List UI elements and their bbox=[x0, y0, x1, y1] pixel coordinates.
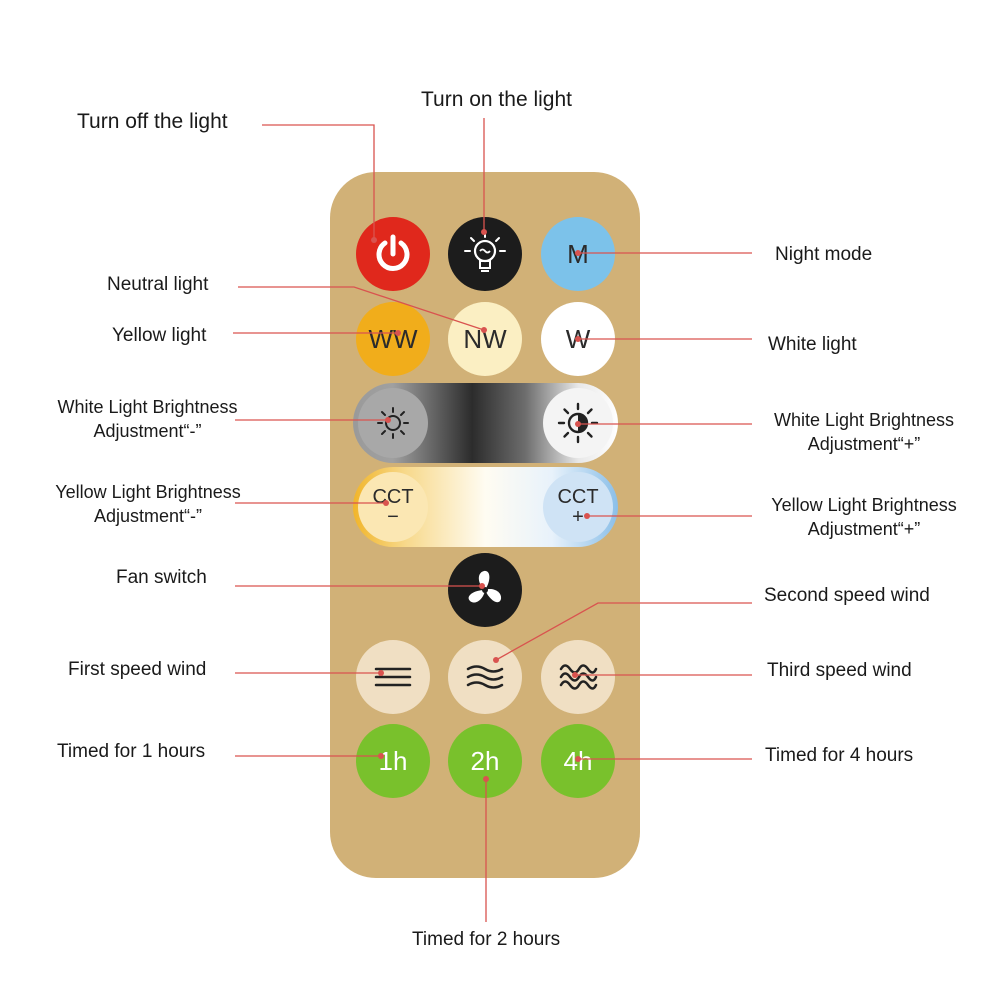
label-yellow: Yellow light bbox=[112, 325, 207, 346]
label-yb-plus: Yellow Light Brightness Adjustment“+” bbox=[752, 493, 976, 541]
timer-4h-label: 4h bbox=[563, 745, 593, 776]
label-yb-minus: Yellow Light Brightness Adjustment“-” bbox=[36, 480, 260, 528]
label-yb-plus-line1: Yellow Light Brightness bbox=[771, 495, 957, 515]
label-wb-plus: White Light Brightness Adjustment“+” bbox=[756, 408, 972, 456]
label-night-mode: Night mode bbox=[775, 244, 873, 265]
second-speed-button[interactable] bbox=[448, 640, 522, 714]
label-wb-plus-line2: Adjustment“+” bbox=[807, 434, 921, 454]
label-speed2: Second speed wind bbox=[764, 585, 930, 606]
label-wb-minus: White Light Brightness Adjustment“-” bbox=[40, 395, 255, 443]
timer-1h-label: 1h bbox=[378, 745, 408, 776]
sun-dim-icon bbox=[377, 407, 409, 439]
timer-2h-button[interactable]: 2h bbox=[448, 724, 522, 798]
yellow-light-button[interactable]: WW bbox=[356, 302, 430, 376]
cct-minus-label: CCT bbox=[372, 486, 414, 508]
label-timer2: Timed for 2 hours bbox=[412, 929, 561, 950]
white-brightness-bar bbox=[353, 383, 618, 463]
wind-speed-1-icon bbox=[374, 667, 412, 687]
label-wb-plus-line1: White Light Brightness bbox=[773, 410, 955, 430]
label-timer1: Timed for 1 hours bbox=[57, 741, 206, 762]
wind-speed-2-icon bbox=[466, 665, 504, 689]
timer-4h-button[interactable]: 4h bbox=[541, 724, 615, 798]
label-yb-minus-line2: Adjustment“-” bbox=[93, 506, 203, 526]
label-neutral: Neutral light bbox=[107, 274, 209, 295]
neutral-light-button[interactable]: NW bbox=[448, 302, 522, 376]
timer-1h-button[interactable]: 1h bbox=[356, 724, 430, 798]
label-wb-minus-line2: Adjustment“-” bbox=[93, 421, 202, 441]
white-brightness-plus-button[interactable] bbox=[543, 388, 613, 458]
label-white: White light bbox=[768, 334, 857, 355]
sun-bright-icon bbox=[557, 402, 599, 444]
label-speed1: First speed wind bbox=[68, 659, 207, 680]
white-light-button-label: W bbox=[565, 323, 591, 354]
cct-plus-sign: + bbox=[572, 506, 584, 528]
cct-plus-label: CCT bbox=[557, 486, 599, 508]
yellow-light-button-label: WW bbox=[368, 323, 418, 354]
white-brightness-minus-button[interactable] bbox=[358, 388, 428, 458]
label-yb-minus-line1: Yellow Light Brightness bbox=[55, 482, 241, 502]
wind-speed-3-icon bbox=[559, 664, 598, 690]
yellow-brightness-bar: CCT − CCT + bbox=[353, 467, 618, 547]
timer-2h-label: 2h bbox=[470, 745, 500, 776]
label-speed3: Third speed wind bbox=[767, 660, 912, 681]
yellow-brightness-plus-button[interactable]: CCT + bbox=[543, 472, 613, 542]
yellow-brightness-minus-button[interactable]: CCT − bbox=[358, 472, 428, 542]
light-on-button[interactable] bbox=[448, 217, 522, 291]
night-mode-button[interactable]: M bbox=[541, 217, 615, 291]
third-speed-button[interactable] bbox=[541, 640, 615, 714]
label-yb-plus-line2: Adjustment“+” bbox=[807, 519, 921, 539]
cct-minus-sign: − bbox=[387, 506, 399, 528]
night-mode-button-label: M bbox=[567, 238, 589, 269]
power-icon bbox=[376, 234, 410, 271]
label-timer4: Timed for 4 hours bbox=[765, 745, 914, 766]
fan-icon bbox=[468, 570, 502, 603]
label-fan: Fan switch bbox=[116, 567, 207, 588]
label-turn-off: Turn off the light bbox=[77, 110, 228, 133]
fan-switch-button[interactable] bbox=[448, 553, 522, 627]
neutral-light-button-label: NW bbox=[463, 323, 507, 354]
bulb-icon bbox=[464, 231, 506, 272]
label-turn-on: Turn on the light bbox=[421, 88, 572, 111]
power-off-button[interactable] bbox=[356, 217, 430, 291]
first-speed-button[interactable] bbox=[356, 640, 430, 714]
label-wb-minus-line1: White Light Brightness bbox=[57, 397, 238, 417]
white-light-button[interactable]: W bbox=[541, 302, 615, 376]
